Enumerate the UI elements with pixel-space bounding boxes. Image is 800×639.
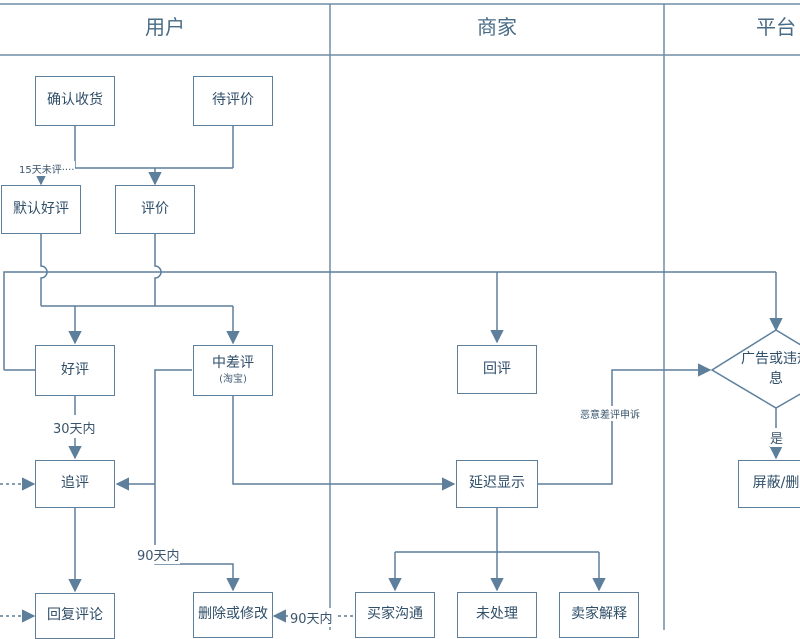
node-seller-reply: 回评	[457, 345, 537, 394]
node-label: 删除或修改	[198, 606, 268, 623]
node-label-line2: 息	[769, 370, 783, 387]
node-buyer-communicate: 买家沟通	[355, 592, 435, 638]
node-label: 回评	[483, 360, 511, 377]
node-ad-violation: 广告或违规 息	[718, 350, 800, 389]
node-seller-explain: 卖家解释	[559, 592, 639, 638]
lane-title-user: 用户	[145, 15, 185, 39]
node-label: 追评	[61, 475, 89, 492]
node-label: 延迟显示	[469, 475, 525, 492]
node-label: 待评价	[212, 92, 254, 109]
lane-title-platform: 平台	[756, 15, 796, 39]
node-label: 未处理	[476, 606, 518, 623]
node-label: 卖家解释	[571, 606, 627, 623]
node-label-line1: 广告或违规	[741, 351, 800, 367]
node-label: 确认收货	[47, 92, 103, 109]
node-label: 中差评	[212, 354, 254, 371]
label-malicious-appeal: 恶意差评申诉	[580, 406, 640, 421]
node-delayed-display: 延迟显示	[456, 460, 538, 508]
label-within-30d: 30天内	[53, 418, 96, 437]
node-reply-comment: 回复评论	[35, 593, 115, 639]
node-label: 默认好评	[13, 200, 69, 217]
node-label: 买家沟通	[367, 606, 423, 623]
node-note: (淘宝)	[219, 374, 247, 385]
node-label: 评价	[141, 200, 169, 217]
label-within-90d-left: 90天内	[137, 545, 180, 564]
node-label: 回复评论	[47, 607, 103, 624]
node-delete-modify: 删除或修改	[193, 592, 273, 638]
node-unprocessed: 未处理	[457, 592, 537, 638]
node-confirm-receipt: 确认收货	[35, 76, 115, 126]
node-pending-review: 待评价	[193, 76, 273, 126]
node-label: 好评	[61, 361, 89, 378]
label-yes: 是	[770, 428, 784, 447]
node-block-delete: 屏蔽/删除	[738, 460, 800, 508]
label-within-90d-bottom: 90天内	[290, 608, 333, 627]
node-positive: 好评	[35, 345, 115, 396]
lane-title-merchant: 商家	[477, 15, 517, 39]
node-default-positive: 默认好评	[1, 185, 81, 234]
node-follow-up: 追评	[35, 460, 115, 508]
node-label: 屏蔽/删除	[752, 475, 800, 492]
node-negative: 中差评 (淘宝)	[193, 345, 273, 396]
label-no-review-15d: 15天未评····	[18, 161, 76, 176]
node-review: 评价	[115, 185, 195, 234]
